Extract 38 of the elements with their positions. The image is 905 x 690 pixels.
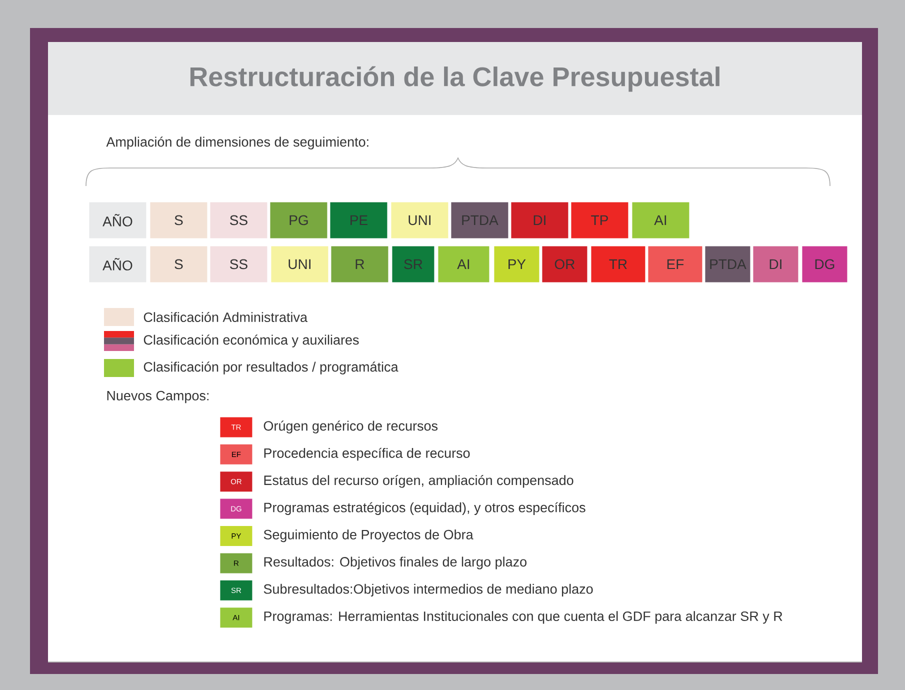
field-description: Programas estratégicos (equidad), y otros específicos	[264, 502, 586, 515]
code-box: PY	[494, 246, 540, 282]
code-box: DG	[802, 246, 848, 282]
title: Restructuración de la Clave Presupuestal	[48, 42, 862, 115]
field-description: Estatus del recurso orígen, ampliación compensado	[264, 475, 574, 488]
code-box: DI	[511, 202, 568, 238]
code-box: AI	[438, 246, 490, 282]
code-box: PE	[330, 202, 388, 238]
code-box: TP	[571, 202, 628, 238]
code-box: SR	[392, 246, 434, 282]
code-box: SS	[210, 246, 268, 282]
code-box: AÑO	[89, 246, 146, 282]
code-box: PTDA	[705, 246, 750, 282]
legend-label: Clasificación por resultados / programática	[144, 362, 398, 374]
code-box: PTDA	[451, 202, 508, 238]
field-description: Seguimiento de Proyectos de Obra	[264, 530, 474, 542]
code-box: R	[331, 246, 388, 282]
code-box: OR	[542, 246, 588, 282]
field-description: Programas: Herramientas Institucionales con que cuenta el GDF para alcanzar SR y R	[264, 611, 782, 624]
code-box: PG	[270, 202, 328, 238]
code-box: TR	[591, 246, 646, 282]
field-description: Subresultados:Objetivos intermedios de mediano plazo	[264, 584, 593, 596]
field-description: Procedencia específica de recurso	[264, 448, 470, 461]
legend-label: Clasificación Administrativa	[144, 312, 308, 322]
code-box: S	[150, 246, 208, 282]
legend-label: Clasificación económica y auxiliares	[144, 334, 359, 348]
code-box: AI	[632, 202, 690, 238]
field-description: Orúgen genérico de recursos	[264, 420, 438, 434]
heading-text: Ampliación de dimensiones de seguimiento:	[106, 136, 368, 150]
code-box: S	[150, 202, 208, 238]
code-box: UNI	[271, 246, 328, 282]
code-box: SS	[210, 202, 268, 238]
code-box: UNI	[391, 202, 448, 238]
code-box: AÑO	[89, 202, 146, 238]
code-box: DI	[753, 246, 798, 282]
heading-text: Nuevos Campos:	[107, 390, 208, 404]
code-box: EF	[648, 246, 702, 282]
field-description: Resultados: Objetivos finales de largo plazo	[264, 556, 526, 570]
